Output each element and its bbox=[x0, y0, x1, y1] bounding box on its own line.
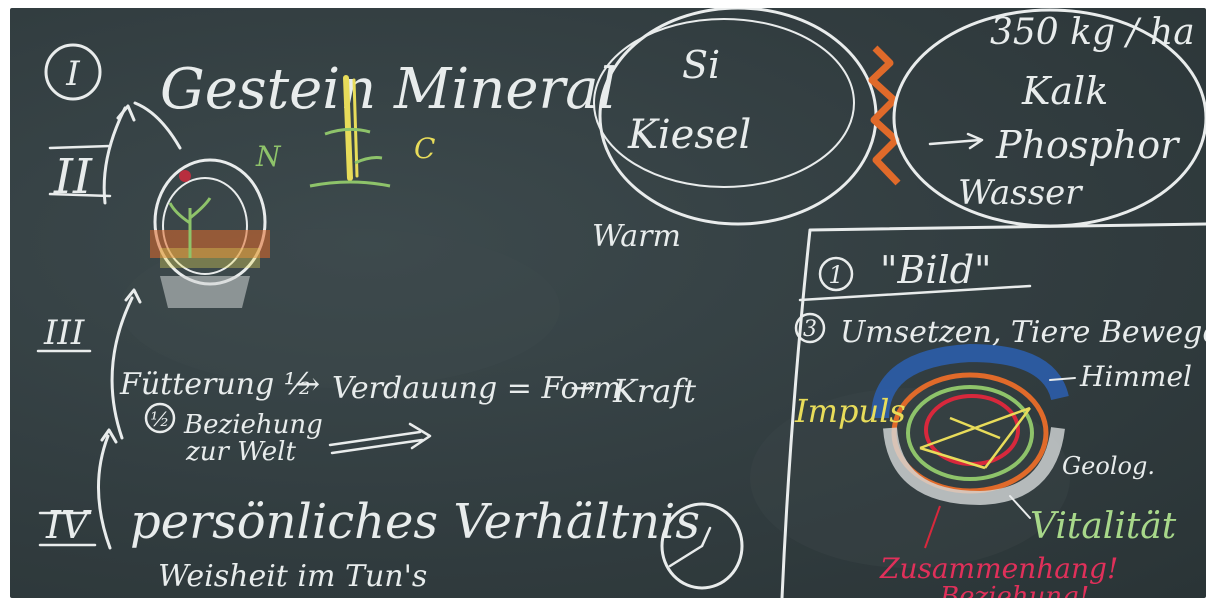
bracket bbox=[96, 434, 112, 550]
divider bbox=[798, 284, 1032, 302]
numeral-2: II bbox=[53, 149, 93, 205]
arrow-line bbox=[133, 101, 182, 150]
marker-circle bbox=[794, 312, 826, 344]
text-vitalitaet: Vitalität bbox=[1030, 506, 1177, 547]
text-himmel: Himmel bbox=[1079, 360, 1192, 393]
text-impuls: Impuls bbox=[794, 392, 906, 430]
text-umsetzen: Umsetzen, Tiere Bewegen bbox=[840, 315, 1206, 350]
arrow-head bbox=[116, 104, 136, 122]
marker-3: 3 bbox=[803, 317, 817, 342]
arrow-to-phosphor bbox=[928, 132, 984, 150]
arrow-head bbox=[100, 428, 118, 444]
text-beziehung-red: Beziehung! bbox=[939, 582, 1089, 598]
double-arrow bbox=[328, 422, 432, 455]
pointer-line bbox=[1049, 377, 1076, 381]
numeral-circle bbox=[44, 43, 102, 101]
chalkboard: I Gestein Mineral N C II III Fütterung ½… bbox=[10, 8, 1206, 598]
letter-c: C bbox=[414, 132, 435, 165]
text-beziehung: Beziehung bbox=[183, 410, 323, 440]
text-persoenliches-verhaeltnis: persönliches Verhältnis bbox=[130, 494, 700, 550]
half-marker: ½ bbox=[150, 407, 169, 431]
letter-n: N bbox=[255, 140, 282, 173]
arrow-head bbox=[124, 288, 142, 304]
text-phosphor: Phosphor bbox=[995, 123, 1181, 167]
pointer-line bbox=[1009, 495, 1031, 519]
text-geolog: Geolog. bbox=[1062, 452, 1155, 480]
smudge bbox=[120, 228, 560, 388]
numeral-4: IV bbox=[45, 503, 92, 547]
clock-sketch bbox=[660, 502, 744, 590]
text-kiesel: Kiesel bbox=[627, 112, 751, 158]
numeral-1: I bbox=[65, 54, 80, 94]
numeral-3: III bbox=[43, 313, 85, 353]
text-warm: Warm bbox=[592, 219, 681, 254]
heading-gestein-mineral: Gestein Mineral bbox=[160, 57, 617, 122]
arrow-1: → bbox=[295, 367, 320, 402]
bracket bbox=[110, 296, 134, 440]
text-verdauung: Verdauung = Form bbox=[332, 371, 622, 406]
marker-1: 1 bbox=[828, 261, 843, 289]
numeral-bars bbox=[48, 144, 112, 198]
text-fuetterung: Fütterung ½ bbox=[119, 367, 313, 402]
numeral-bars bbox=[38, 511, 97, 547]
warmth-zigzag bbox=[868, 45, 901, 186]
chalkboard-drawing: I Gestein Mineral N C II III Fütterung ½… bbox=[36, 8, 1206, 598]
plant-sketch bbox=[309, 75, 391, 188]
text-bild: "Bild" bbox=[880, 248, 992, 292]
arrow-2: → bbox=[570, 371, 595, 406]
text-zur-welt: zur Welt bbox=[185, 437, 296, 467]
kiesel-circle-inner bbox=[593, 18, 855, 188]
earth-diagram bbox=[871, 343, 1069, 549]
text-si: Si bbox=[682, 43, 720, 87]
text-kraft: Kraft bbox=[612, 372, 696, 410]
text-wasser: Wasser bbox=[958, 173, 1083, 213]
text-kalk: Kalk bbox=[1021, 69, 1108, 113]
panel-border bbox=[780, 222, 1206, 598]
marker-circle bbox=[818, 256, 854, 292]
potted-plant-drawing bbox=[150, 158, 270, 308]
curve-arrow bbox=[102, 106, 127, 205]
text-rate: 350 kg / ha bbox=[990, 12, 1195, 53]
text-zusammenhang: Zusammenhang! bbox=[879, 552, 1118, 585]
marker-circle bbox=[144, 402, 176, 434]
text-weisheit: Weisheit im Tun's bbox=[158, 559, 427, 594]
